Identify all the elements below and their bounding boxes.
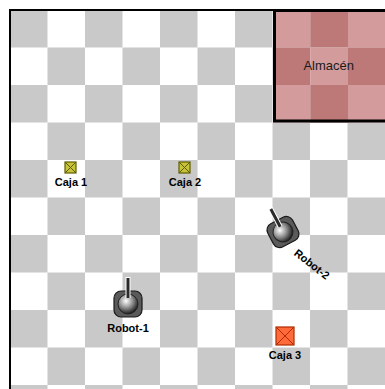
box-item: Caja 2 xyxy=(165,161,205,193)
box-cross xyxy=(179,162,190,173)
box-label: Caja 1 xyxy=(55,176,87,189)
box-figure xyxy=(275,326,295,346)
warehouse-cell xyxy=(348,85,385,123)
box-cross xyxy=(65,162,76,173)
robot: Robot-2 xyxy=(229,200,337,274)
robot-gun xyxy=(271,209,280,227)
warehouse-cell xyxy=(310,85,348,123)
warehouse-cell xyxy=(273,10,311,48)
robot-gun xyxy=(127,278,130,298)
warehouse-border xyxy=(274,10,385,121)
warehouse-cell xyxy=(310,10,348,48)
box-icon xyxy=(65,162,76,173)
robot-gun-outline xyxy=(126,277,131,298)
box-label: Caja 2 xyxy=(169,176,201,189)
warehouse-zone: Almacén xyxy=(273,10,385,123)
box-figure xyxy=(64,161,77,174)
robot-body xyxy=(265,214,302,250)
warehouse-border xyxy=(273,10,385,12)
robot-icon xyxy=(114,277,142,317)
robot-icon xyxy=(258,202,302,250)
box-item: Caja 1 xyxy=(51,161,91,193)
box-figure xyxy=(178,161,191,174)
box-icon xyxy=(179,162,190,173)
box-item: Caja 3 xyxy=(265,326,305,365)
floor-frame xyxy=(10,10,385,389)
robot-dome xyxy=(269,218,296,245)
warehouse-cell xyxy=(273,85,311,123)
checker-floor xyxy=(10,10,385,389)
robot-gun-outline xyxy=(270,208,280,227)
zone-label: Almacén xyxy=(303,59,354,74)
box-icon xyxy=(276,327,294,345)
robot: Robot-1 xyxy=(92,272,164,338)
warehouse-cell xyxy=(348,10,385,48)
box-cross xyxy=(276,327,294,345)
box-label: Caja 3 xyxy=(269,349,301,362)
robot-label: Robot-1 xyxy=(107,322,149,335)
